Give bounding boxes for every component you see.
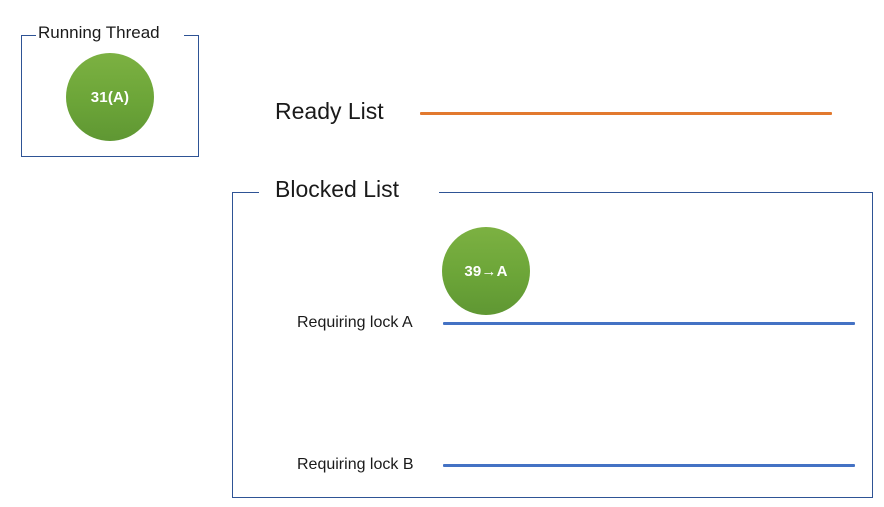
ready-list-queue-line [420,112,832,115]
running-thread-border-top-right [184,35,198,36]
blocked-list-border-top-right [439,192,872,193]
ready-list-title: Ready List [275,98,384,124]
thread-node-blocked[interactable]: 39→A [442,227,530,315]
running-thread-title: Running Thread [38,23,160,42]
requiring-lock-b-label: Requiring lock B [297,456,414,473]
running-thread-border-top-left [22,35,36,36]
requiring-lock-b-queue-line [443,464,855,467]
requiring-lock-a-label: Requiring lock A [297,314,413,331]
blocked-list-border-top-left [233,192,259,193]
blocked-list-group [232,192,873,498]
thread-node-running[interactable]: 31(A) [66,53,154,141]
requiring-lock-a-queue-line [443,322,855,325]
running-thread-group [21,35,199,157]
blocked-list-title: Blocked List [275,176,400,202]
